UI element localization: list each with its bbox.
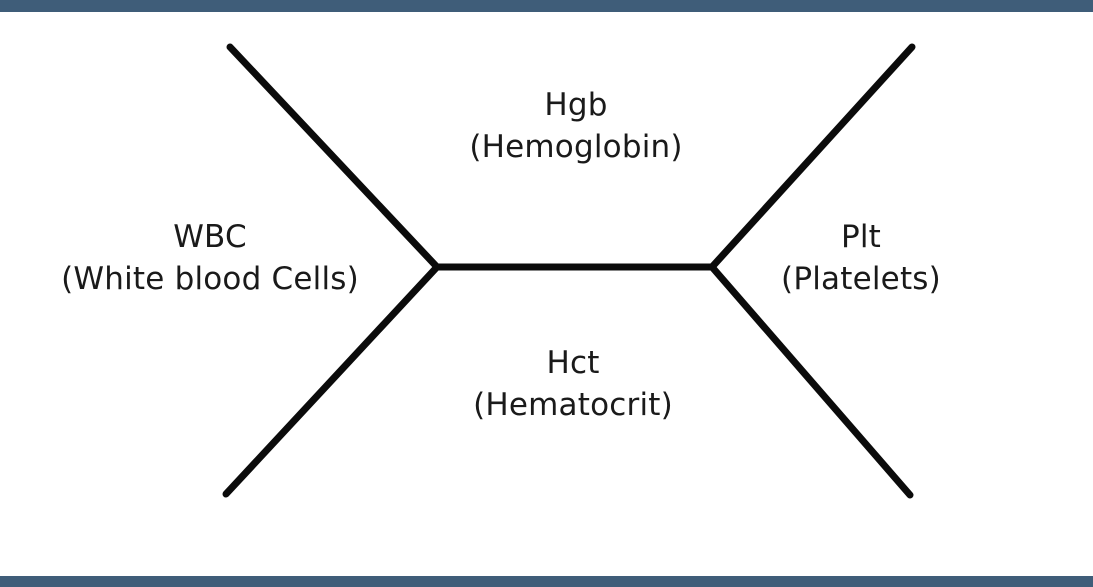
bottom-border-bar (0, 576, 1093, 587)
upper-left-arm-line (226, 43, 441, 271)
label-hct: Hct (Hematocrit) (473, 342, 673, 426)
label-hgb-full: (Hemoglobin) (469, 129, 683, 165)
label-wbc-abbr: WBC (173, 219, 247, 255)
lower-right-arm-line (708, 263, 914, 499)
label-hgb-abbr: Hgb (544, 87, 608, 123)
label-plt-abbr: Plt (840, 219, 882, 255)
label-wbc: WBC (White blood Cells) (61, 216, 359, 300)
lower-left-arm-line (222, 263, 441, 498)
label-hct-abbr: Hct (546, 345, 600, 381)
label-hgb: Hgb (Hemoglobin) (469, 84, 682, 168)
upper-right-arm-line (708, 43, 916, 271)
label-plt-full: (Platelets) (781, 261, 941, 297)
top-border-bar (0, 0, 1093, 12)
label-wbc-full: (White blood Cells) (61, 261, 359, 297)
label-hct-full: (Hematocrit) (473, 387, 673, 423)
label-plt: Plt (Platelets) (781, 216, 941, 300)
